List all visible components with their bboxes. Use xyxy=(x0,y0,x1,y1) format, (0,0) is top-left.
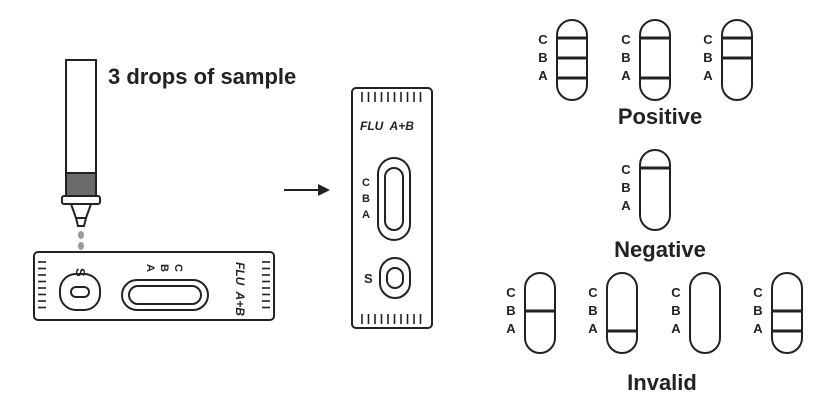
strip-line-label-a: A xyxy=(621,68,631,83)
arrow-right-icon xyxy=(284,184,330,196)
strip-line-label-b: B xyxy=(538,50,547,65)
strip-line-label-c: C xyxy=(538,32,548,47)
positive-strip-2: CBA xyxy=(621,19,671,101)
v-sample-label: S xyxy=(364,271,373,286)
v-line-label-a: A xyxy=(362,209,370,221)
strip-window xyxy=(689,272,721,354)
strip-line-label-c: C xyxy=(703,32,713,47)
strip-line-label-a: A xyxy=(753,321,763,336)
positive-label: Positive xyxy=(618,104,702,129)
negative-label: Negative xyxy=(614,237,706,262)
strip-line-label-a: A xyxy=(506,321,516,336)
h-sample-label: S xyxy=(73,268,88,277)
invalid-strip-2: CBA xyxy=(588,272,638,354)
strip-line-label-c: C xyxy=(621,32,631,47)
strip-window xyxy=(639,19,671,101)
strip-window xyxy=(639,149,671,231)
strip-line-label-c: C xyxy=(506,285,516,300)
h-brand-label: FLU A+B xyxy=(233,262,247,316)
strip-line-label-a: A xyxy=(703,68,713,83)
positive-strip-1: CBA xyxy=(538,19,588,101)
strip-line-label-b: B xyxy=(621,180,630,195)
strip-line-label-c: C xyxy=(588,285,598,300)
h-line-label-b: B xyxy=(158,264,170,272)
strip-line-label-a: A xyxy=(621,198,631,213)
negative-strip-1: CBA xyxy=(621,149,671,231)
positive-strip-3: CBA xyxy=(703,19,753,101)
strip-line-label-b: B xyxy=(588,303,597,318)
negative-results: CBA xyxy=(621,149,671,231)
strip-window xyxy=(524,272,556,354)
strip-window xyxy=(606,272,638,354)
strip-line-label-b: B xyxy=(703,50,712,65)
horizontal-cassette xyxy=(33,251,275,321)
invalid-strip-1: CBA xyxy=(506,272,556,354)
drops-label: 3 drops of sample xyxy=(108,64,296,89)
invalid-label: Invalid xyxy=(627,370,697,395)
v-brand-label: FLU A+B xyxy=(360,119,414,133)
strip-line-label-c: C xyxy=(753,285,763,300)
strip-window xyxy=(721,19,753,101)
strip-window xyxy=(771,272,803,354)
strip-line-label-c: C xyxy=(621,162,631,177)
v-line-label-c: C xyxy=(362,177,370,189)
strip-window xyxy=(556,19,588,101)
strip-line-label-b: B xyxy=(671,303,680,318)
strip-line-label-b: B xyxy=(753,303,762,318)
vertical-cassette xyxy=(351,87,433,329)
v-line-label-b: B xyxy=(362,193,370,205)
strip-line-label-a: A xyxy=(588,321,598,336)
dropper-icon xyxy=(61,59,101,227)
h-line-label-a: A xyxy=(144,264,156,272)
strip-line-label-b: B xyxy=(506,303,515,318)
strip-line-label-c: C xyxy=(671,285,681,300)
strip-line-label-b: B xyxy=(621,50,630,65)
strip-line-label-a: A xyxy=(538,68,548,83)
invalid-strip-3: CBA xyxy=(671,272,721,354)
invalid-strip-4: CBA xyxy=(753,272,803,354)
strip-line-label-a: A xyxy=(671,321,681,336)
h-line-label-c: C xyxy=(172,264,184,272)
